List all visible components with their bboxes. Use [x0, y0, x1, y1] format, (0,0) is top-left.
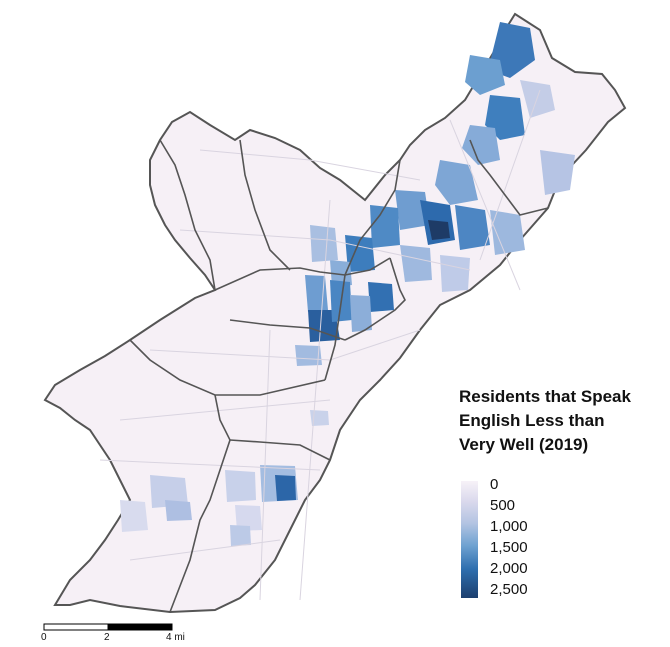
tract — [465, 55, 505, 95]
legend-break-2500: 2,500 — [490, 581, 528, 598]
tract — [400, 245, 432, 282]
tract — [462, 125, 500, 165]
tract — [310, 225, 338, 262]
tract — [225, 470, 256, 502]
legend-title: Residents that Speak English Less than V… — [459, 385, 664, 457]
tract — [150, 475, 188, 508]
legend-break-2000: 2,000 — [490, 560, 528, 577]
scale-segment-black — [107, 623, 173, 631]
tract — [235, 505, 262, 531]
legend-break-0: 0 — [490, 476, 499, 493]
legend-break-1500: 1,500 — [490, 539, 528, 556]
tract — [490, 210, 525, 255]
legend-color-ramp — [461, 481, 478, 598]
tract — [305, 275, 328, 312]
tract — [275, 475, 296, 501]
tract — [295, 345, 322, 366]
scale-label-2: 2 — [104, 632, 110, 643]
district-boundaries — [129, 139, 549, 613]
scale-bar — [43, 623, 173, 631]
tract — [345, 235, 375, 272]
tract — [440, 255, 470, 292]
tract — [230, 525, 251, 546]
tract — [350, 295, 372, 332]
tract — [310, 410, 329, 426]
tract — [520, 80, 555, 118]
legend-break-1000: 1,000 — [490, 518, 528, 535]
legend-title-line-1: Residents that Speak — [459, 387, 631, 406]
legend-title-line-2: English Less than — [459, 411, 605, 430]
tract — [540, 150, 575, 195]
tract — [455, 205, 490, 250]
tract — [428, 220, 450, 240]
scale-label-4: 4 mi — [166, 632, 185, 643]
tract — [330, 260, 352, 287]
legend-break-500: 500 — [490, 497, 516, 514]
tract — [435, 160, 478, 205]
tract — [395, 190, 430, 230]
tract — [368, 282, 394, 312]
tract — [165, 500, 192, 521]
scale-segment-white — [43, 623, 109, 631]
choropleth-tracts — [120, 22, 575, 546]
tract — [120, 500, 148, 532]
scale-label-0: 0 — [41, 632, 47, 643]
tract — [370, 205, 400, 248]
legend-title-line-3: Very Well (2019) — [459, 435, 589, 454]
